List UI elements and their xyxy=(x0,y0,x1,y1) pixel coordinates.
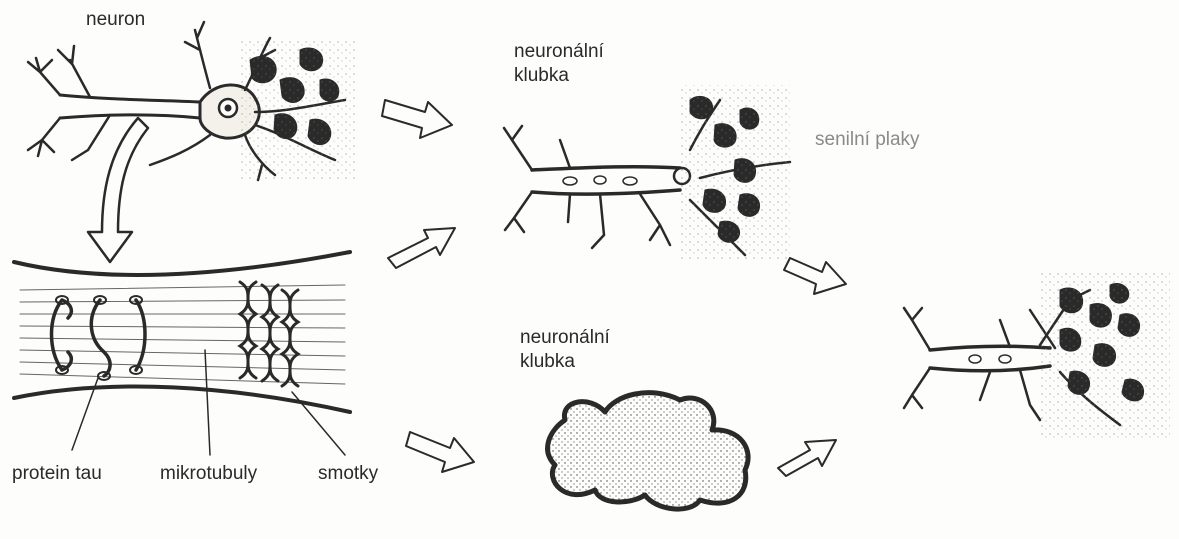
label-mikrotubuly: mikrotubuly xyxy=(160,462,257,486)
degenerated-neuron xyxy=(904,270,1170,440)
label-klubka-top: neuronální klubka xyxy=(514,40,634,88)
neurofibrillary-tangle xyxy=(548,393,749,509)
arrow-to-dead-neuron-1 xyxy=(784,258,846,294)
label-smotky: smotky xyxy=(318,462,378,486)
tangle-neuron xyxy=(504,85,790,260)
arrow-to-bottom-tangle xyxy=(406,432,474,472)
arrow-to-dead-neuron-2 xyxy=(778,440,836,476)
label-protein-tau: protein tau xyxy=(12,462,102,486)
healthy-neuron xyxy=(28,22,355,180)
microtubule-detail xyxy=(14,252,350,455)
label-senilni-plaky: senilní plaky xyxy=(815,128,920,152)
zoom-arrow xyxy=(88,118,148,262)
arrow-to-top-tangle xyxy=(382,100,452,138)
label-klubka-bottom: neuronální klubka xyxy=(520,326,640,374)
arrow-to-top-tangle-2 xyxy=(388,228,455,268)
label-neuron: neuron xyxy=(86,8,145,32)
